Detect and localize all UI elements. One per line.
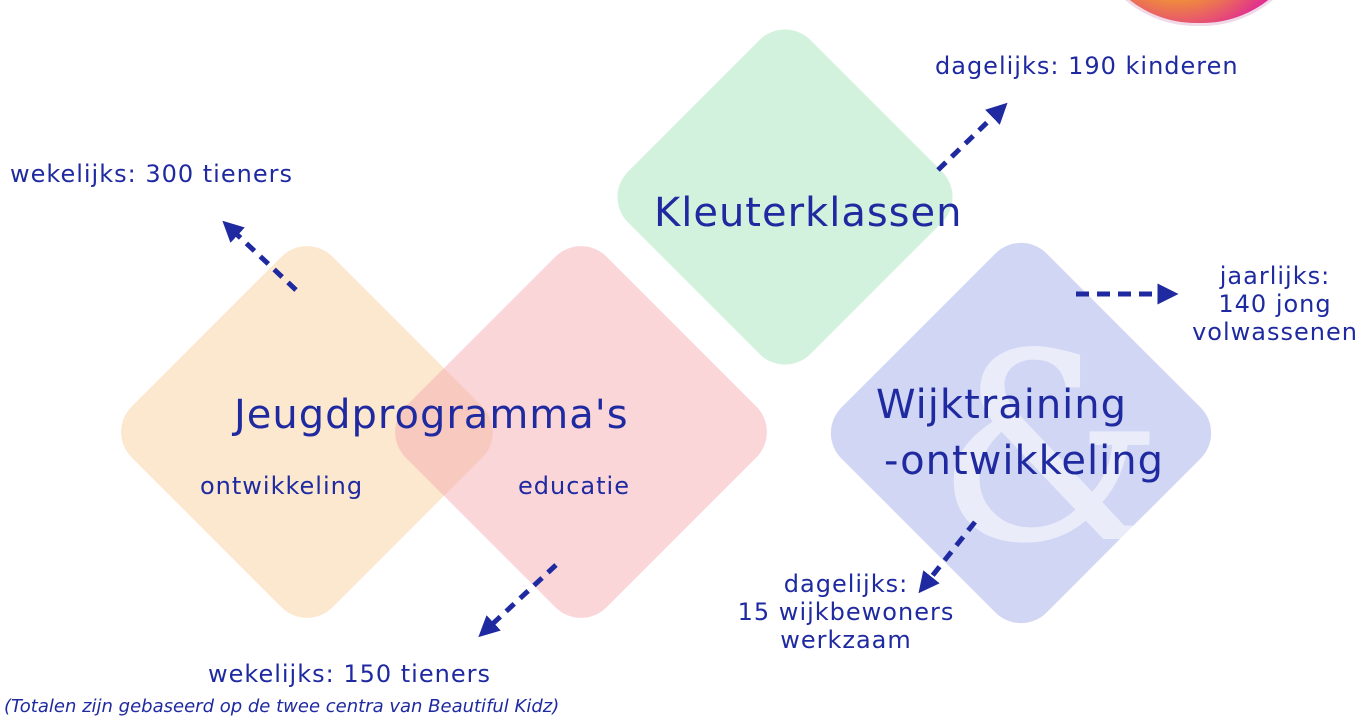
arrow-to-dagelijks-15 <box>918 520 977 594</box>
annotation-dagelijks-15-line2: 15 wijkbewoners <box>737 598 955 626</box>
arrow-to-wekelijks-150 <box>478 563 558 638</box>
annotation-dagelijks-15: dagelijks: 15 wijkbewoners werkzaam <box>706 570 986 654</box>
label-wijktraining: Wijktraining <box>876 382 1128 428</box>
label-ontwikkeling: ontwikkeling <box>200 472 364 500</box>
label-educatie: educatie <box>518 472 630 500</box>
annotation-dagelijks-190: dagelijks: 190 kinderen <box>935 52 1239 80</box>
annotation-wekelijks-150: wekelijks: 150 tieners <box>208 660 491 688</box>
annotation-dagelijks-15-line3: werkzaam <box>780 626 912 654</box>
annotation-wekelijks-300: wekelijks: 300 tieners <box>10 160 293 188</box>
annotation-jaarlijks-line1: jaarlijks: <box>1219 262 1331 290</box>
annotation-jaarlijks-line3: volwassenen <box>1192 318 1358 346</box>
annotation-jaarlijks-line2: 140 jong <box>1218 290 1332 318</box>
annotation-dagelijks-15-line1: dagelijks: <box>783 570 909 598</box>
label-kleuterklassen: Kleuterklassen <box>654 190 963 236</box>
footnote: (Totalen zijn gebaseerd op de twee centr… <box>4 696 560 717</box>
annotation-jaarlijks: jaarlijks: 140 jong volwassenen <box>1180 262 1370 346</box>
label-jeugdprogrammas: Jeugdprogramma's <box>234 392 629 438</box>
label-ontwikkeling-2: -ontwikkeling <box>884 438 1164 484</box>
arrow-to-dagelijks-190 <box>936 102 1008 172</box>
arrow-to-wekelijks-300 <box>222 220 298 292</box>
